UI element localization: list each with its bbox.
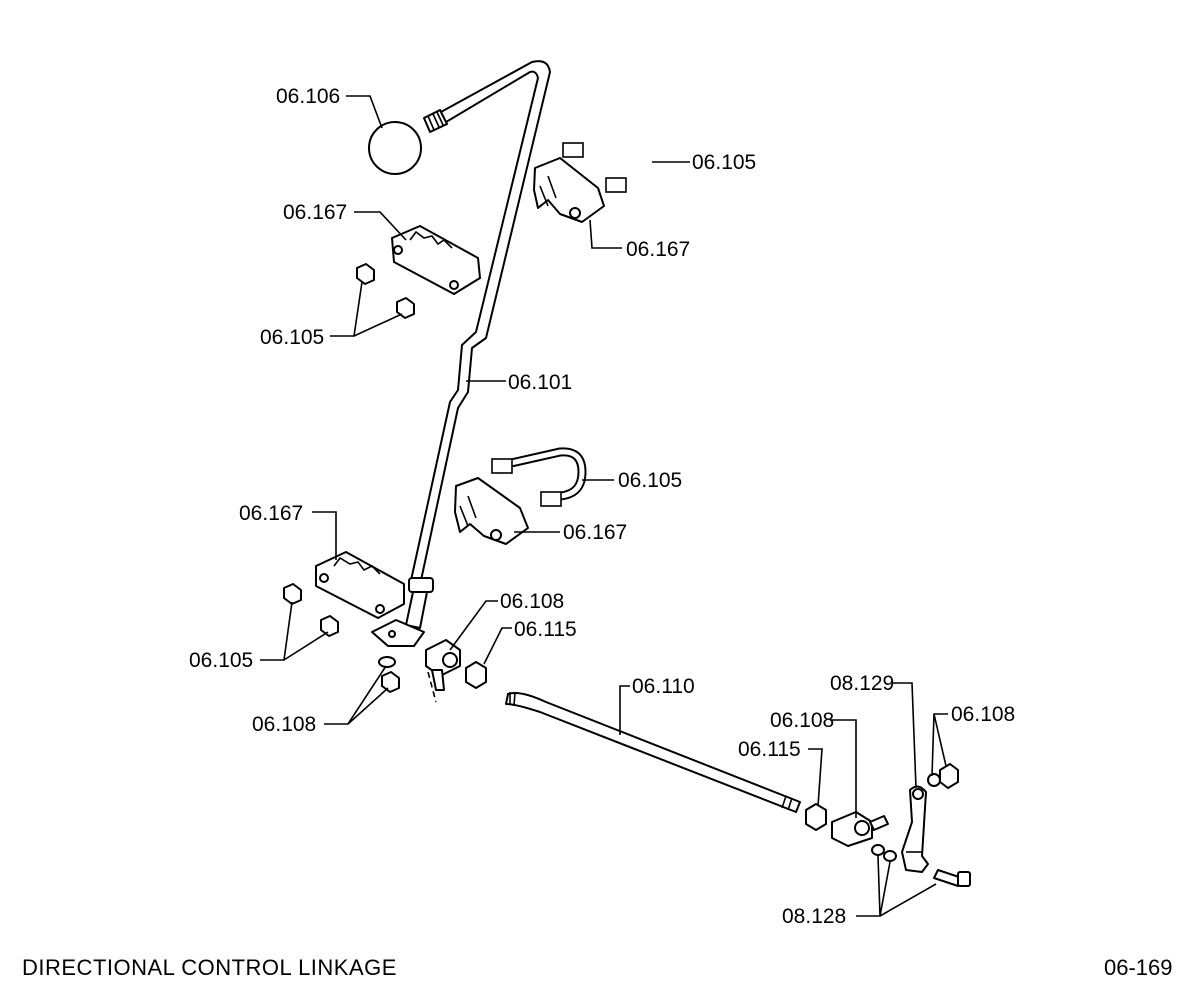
lower-left-clamp <box>315 551 405 619</box>
lower-u-bolt <box>491 447 587 507</box>
washer <box>378 656 396 668</box>
upper-left-clamp <box>391 225 481 295</box>
washer <box>883 850 897 862</box>
callout-06.115: 06.115 <box>738 738 801 761</box>
leader <box>619 685 630 735</box>
leader <box>449 600 498 651</box>
bolt <box>933 869 971 887</box>
leader <box>808 748 823 807</box>
leader <box>346 95 383 129</box>
leader <box>330 281 403 337</box>
shift-rod <box>405 60 551 629</box>
lower-right-clamp <box>454 477 529 545</box>
callout-06.108: 06.108 <box>770 709 834 732</box>
ball-joint-lower <box>831 811 889 847</box>
rod-base-plate <box>371 619 425 647</box>
callout-06.108: 06.108 <box>252 713 316 736</box>
nut <box>283 583 302 605</box>
page-number: 06-169 <box>1104 955 1173 980</box>
callout-06.105: 06.105 <box>692 151 756 174</box>
nut <box>356 263 375 285</box>
callout-06.115: 06.115 <box>514 618 577 641</box>
rod-thread <box>423 109 448 133</box>
leader <box>312 511 337 560</box>
callout-08.129: 08.129 <box>830 672 894 695</box>
callout-06.167: 06.167 <box>283 201 347 224</box>
callout-06.105: 06.105 <box>189 649 253 672</box>
callout-06.105: 06.105 <box>618 469 682 492</box>
nut <box>939 763 959 789</box>
nut <box>381 671 400 693</box>
callout-06.167: 06.167 <box>239 502 303 525</box>
callout-06.105: 06.105 <box>260 326 324 349</box>
control-knob <box>368 121 422 175</box>
lever-arm <box>901 785 929 873</box>
upper-u-bolt <box>562 135 655 193</box>
callout-06.101: 06.101 <box>508 371 572 394</box>
callout-06.108: 06.108 <box>500 590 564 613</box>
diagram-title: DIRECTIONAL CONTROL LINKAGE <box>22 955 397 980</box>
leader <box>324 665 389 725</box>
leader <box>354 211 407 241</box>
leader <box>483 627 512 665</box>
leader <box>856 855 937 917</box>
callout-08.128: 08.128 <box>782 905 846 928</box>
callout-06.110: 06.110 <box>632 675 695 698</box>
nut <box>320 615 339 637</box>
callout-06.167: 06.167 <box>626 238 690 261</box>
washer <box>927 773 941 787</box>
leader <box>892 682 917 789</box>
washer <box>871 844 885 856</box>
callout-06.167: 06.167 <box>563 521 627 544</box>
leader <box>931 713 948 777</box>
leader <box>830 719 857 818</box>
callout-06.108: 06.108 <box>951 703 1015 726</box>
nut <box>805 803 827 831</box>
assembly-dash <box>427 671 437 703</box>
connecting-rod <box>505 691 801 813</box>
nut <box>465 661 487 689</box>
nut <box>396 297 415 319</box>
leader <box>260 601 329 661</box>
leader <box>589 219 622 249</box>
upper-right-clamp <box>533 157 605 223</box>
callout-06.106: 06.106 <box>276 85 340 108</box>
ball-joint-upper <box>425 639 461 691</box>
